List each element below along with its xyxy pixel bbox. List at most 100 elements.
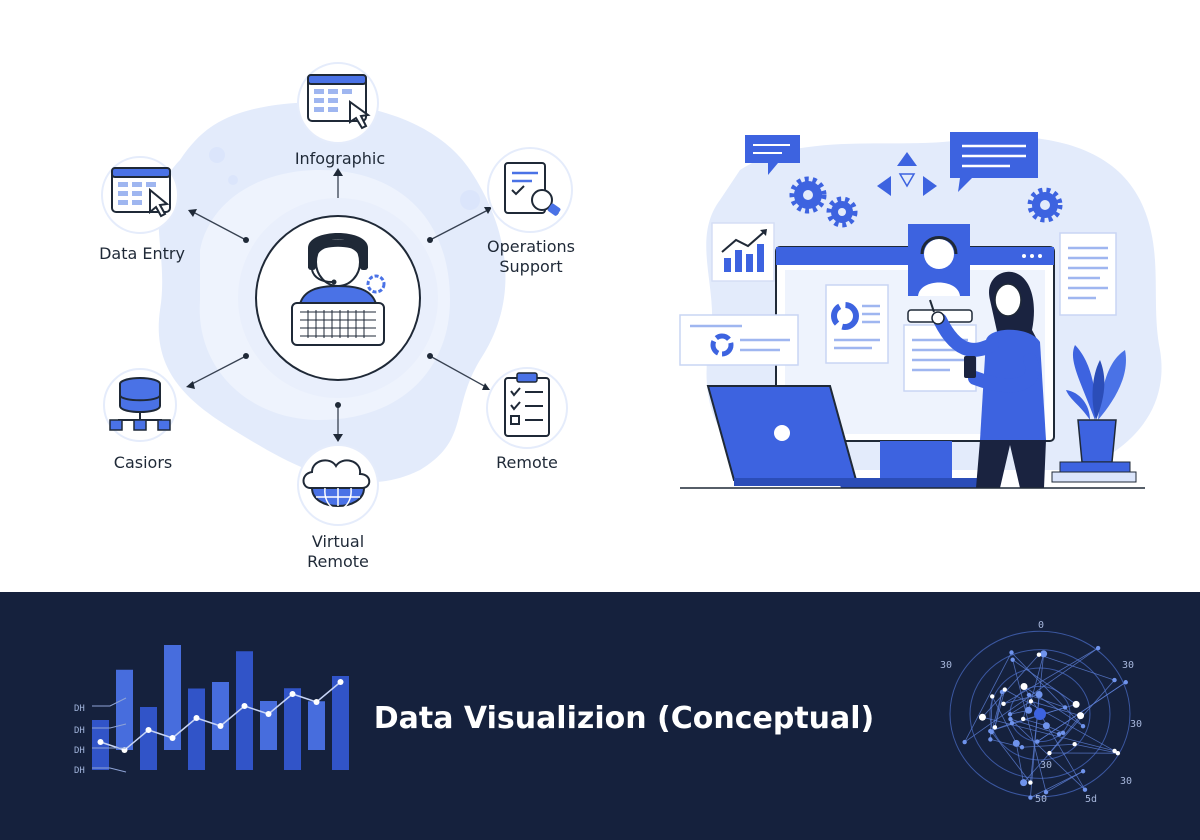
network-node [1035, 739, 1040, 744]
network-node [1043, 789, 1049, 795]
network-node [1002, 687, 1007, 692]
network-node [992, 725, 998, 730]
network-node [1060, 730, 1066, 735]
trend-point [337, 679, 344, 685]
banner-title: Data Visualizion (Conceptual) [374, 701, 875, 736]
bar-tick-label: DH [74, 704, 85, 714]
network-node [1062, 705, 1068, 710]
network-node [1080, 769, 1086, 774]
node-label-remote: Remote [496, 453, 558, 472]
network-node [1115, 750, 1121, 756]
bar-mark [164, 645, 181, 750]
document-card-icon [825, 284, 889, 364]
trend-point [313, 699, 320, 705]
leader-line [92, 697, 127, 707]
network-node [1047, 750, 1052, 756]
network-node [1095, 645, 1101, 651]
network-node [1082, 787, 1088, 792]
bar-tick-labels: DH DH DH DH [74, 704, 85, 776]
network-edge [1037, 681, 1126, 742]
bar-mark [140, 707, 157, 770]
network-edge [1011, 652, 1084, 727]
laptop [706, 385, 884, 486]
network-node [1036, 652, 1042, 657]
node-label-virtual-remote-line2: Remote [307, 552, 369, 571]
workspace-illustration [679, 132, 1162, 489]
bar-chart-card-icon [711, 222, 775, 282]
plant [1051, 345, 1137, 483]
network-node [1012, 739, 1020, 747]
network-node [1028, 795, 1033, 800]
network-label: 30 [1040, 760, 1052, 771]
network-node [1007, 712, 1013, 717]
text-document-icon [1059, 232, 1117, 316]
network-node [978, 713, 986, 721]
network-node [1072, 700, 1080, 708]
banner: DH DH DH DH Data Visualizion (Conceptual… [0, 592, 1200, 840]
network-node [1001, 701, 1006, 706]
network-label: 30 [1122, 660, 1134, 671]
network-ring [969, 649, 1111, 779]
bar-mark [212, 682, 229, 750]
node-label-casiors: Casiors [114, 453, 172, 472]
network-ring [949, 630, 1131, 798]
network-node [1010, 657, 1015, 662]
network-edge [1028, 694, 1066, 708]
network-node [1112, 748, 1117, 754]
headset-agent-icon [291, 233, 386, 346]
node-label-operations-support: Operations [487, 237, 575, 256]
database-icon [109, 377, 171, 431]
network-node [1056, 731, 1062, 737]
network-edge [1012, 659, 1047, 793]
agent-avatar-card [908, 224, 970, 296]
top-illustration-svg: Infographic Data Entry Operations Suppor… [99, 62, 1162, 571]
trend-point [193, 715, 200, 721]
network-node [1028, 699, 1034, 704]
bar-mark [188, 688, 205, 770]
direction-arrows-icon [877, 152, 937, 196]
network-node [1080, 724, 1086, 729]
network-node [1112, 677, 1117, 683]
network-edge [964, 652, 1012, 743]
network-edge [1003, 647, 1099, 705]
trend-point [241, 703, 248, 709]
network-edge [1049, 715, 1081, 754]
network-label: 0 [1038, 620, 1044, 631]
network-node [1008, 716, 1013, 722]
bar-line-visual [92, 645, 349, 773]
trend-point [289, 691, 296, 697]
network-node [962, 739, 967, 745]
network-hub-node [1034, 708, 1046, 720]
network-edge [1074, 743, 1118, 754]
network-edge [1023, 686, 1086, 790]
network-edge [1030, 700, 1081, 717]
network-node [1072, 742, 1077, 747]
bar-mark [116, 669, 133, 750]
network-edge [1022, 694, 1030, 720]
network-node [1025, 706, 1033, 714]
network-node [990, 694, 995, 699]
network-node [1020, 716, 1026, 722]
bar-tick-label: DH [74, 766, 85, 776]
document-search-icon [504, 162, 561, 216]
network-edge [1045, 770, 1084, 793]
checklist-clipboard-icon [504, 372, 550, 437]
bar-tick-label: DH [74, 726, 85, 736]
network-label: 30 [940, 660, 952, 671]
network-edge [1030, 770, 1084, 798]
network-edge [1023, 679, 1115, 783]
network-edge [1023, 718, 1047, 727]
network-edge [1012, 659, 1077, 705]
bar-mark [332, 676, 349, 770]
bar-mark [284, 688, 301, 770]
network-labels: 0 30 30 30 30 30 50 5d [940, 620, 1142, 805]
network-node [1020, 683, 1028, 691]
network-node [1009, 720, 1015, 726]
network-edge [982, 654, 1040, 718]
cloud-globe-icon [302, 459, 371, 509]
trend-point [97, 739, 104, 745]
woman-figure [929, 271, 1046, 488]
network-edge [1003, 694, 1040, 705]
bar-mark [236, 651, 253, 770]
leader-line [92, 723, 127, 729]
